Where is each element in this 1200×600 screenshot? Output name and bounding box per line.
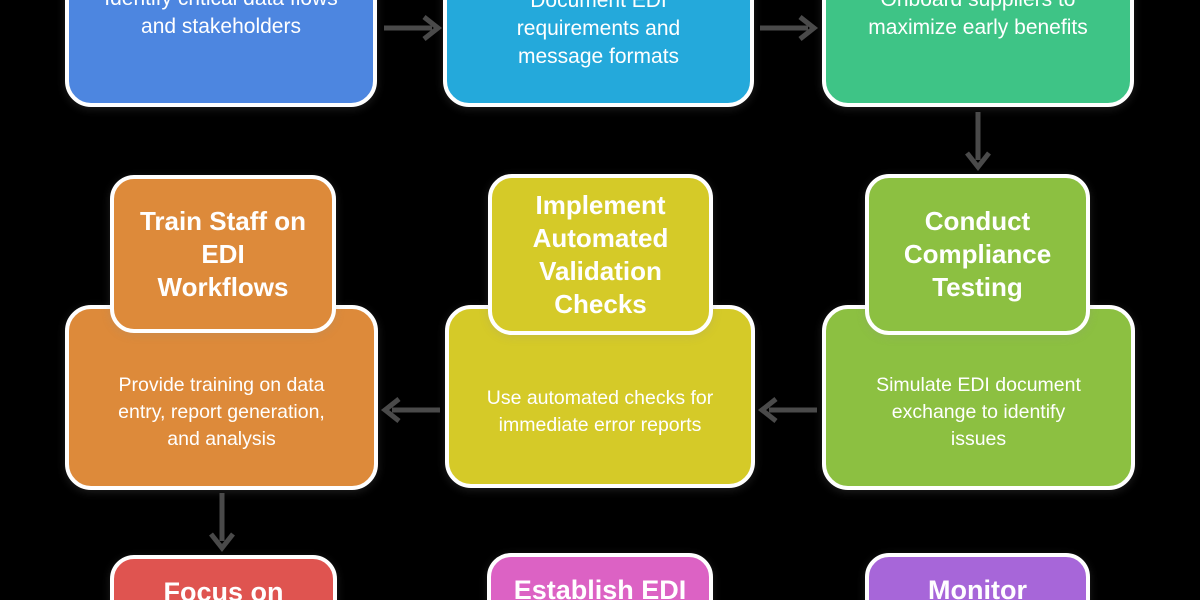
node-document-edi-requirements: Document EDI requirements and message fo… [443, 0, 754, 107]
node-compliance-testing-title: Conduct Compliance Testing [865, 174, 1090, 335]
node-onboard-suppliers: Onboard suppliers to maximize early bene… [822, 0, 1134, 107]
node-establish-edi: Establish EDI [487, 553, 713, 600]
node-monitor-text: Monitor [928, 575, 1027, 600]
node-compliance-testing-body: Simulate EDI document exchange to identi… [822, 305, 1135, 490]
arrow-identify-to-document-icon [384, 15, 443, 41]
arrow-train-to-focus-icon [209, 493, 235, 553]
arrow-compliance-to-validation-icon [757, 397, 817, 423]
node-train-staff-title-text: Train Staff on EDI Workflows [139, 205, 307, 302]
node-automated-validation-title: Implement Automated Validation Checks [488, 174, 713, 335]
node-monitor: Monitor [865, 553, 1090, 600]
node-compliance-testing-body-text: Simulate EDI document exchange to identi… [876, 374, 1081, 450]
arrow-validation-to-train-icon [380, 397, 440, 423]
node-document-edi-requirements-text: Document EDI requirements and message fo… [516, 0, 681, 68]
node-train-staff-title: Train Staff on EDI Workflows [110, 175, 336, 333]
node-onboard-suppliers-text: Onboard suppliers to maximize early bene… [868, 0, 1088, 39]
node-automated-validation-title-text: Implement Automated Validation Checks [532, 189, 669, 319]
node-compliance-testing-title-text: Conduct Compliance Testing [903, 206, 1052, 302]
node-identify-data-flows-text: Identify critical data flows and stakeho… [104, 0, 337, 38]
node-train-staff-body-text: Provide training on data entry, report g… [118, 374, 325, 450]
node-focus-on-text: Focus on [163, 577, 284, 600]
arrow-document-to-onboard-icon [760, 15, 819, 41]
node-identify-data-flows: Identify critical data flows and stakeho… [65, 0, 377, 107]
node-train-staff-body: Provide training on data entry, report g… [65, 305, 378, 490]
node-automated-validation-body-text: Use automated checks for immediate error… [486, 386, 714, 436]
node-establish-edi-text: Establish EDI [513, 575, 687, 600]
node-focus-on: Focus on [110, 555, 337, 600]
arrow-onboard-to-compliance-icon [965, 112, 991, 172]
node-automated-validation-body: Use automated checks for immediate error… [445, 305, 755, 488]
